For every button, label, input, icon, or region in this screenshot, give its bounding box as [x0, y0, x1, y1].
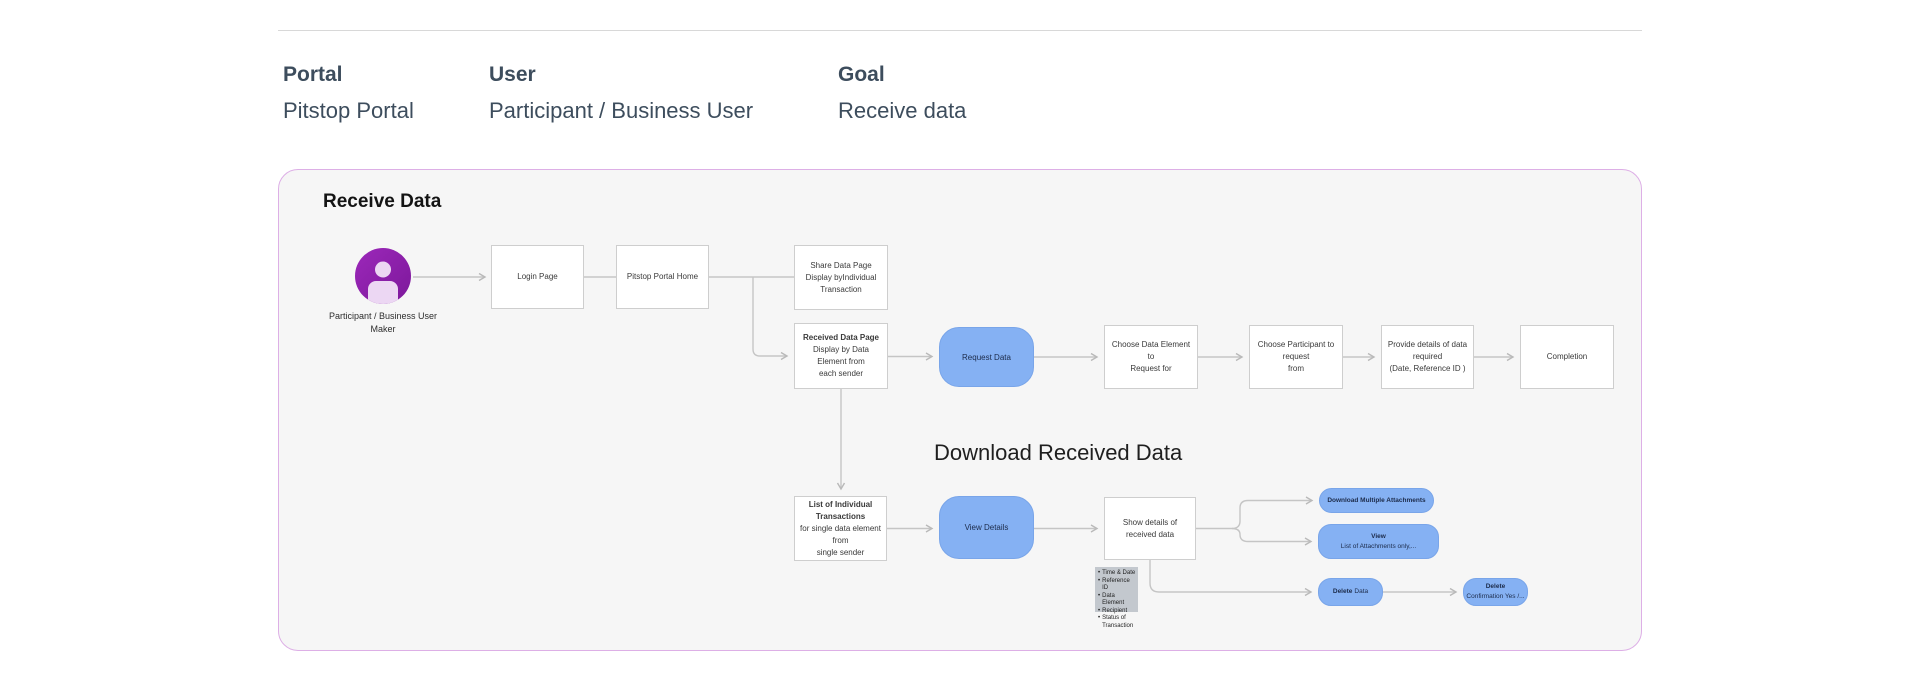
section-title: Download Received Data: [934, 440, 1183, 465]
node-label: required: [1412, 352, 1443, 361]
user-label: User: [489, 63, 536, 86]
node-label: Share Data Page: [810, 260, 872, 270]
node-received-data-page[interactable]: Received Data Page Display by Data Eleme…: [794, 323, 888, 389]
node-label: Show details of received data: [1122, 517, 1178, 539]
node-pitstop-portal-home[interactable]: Pitstop Portal Home: [616, 245, 709, 309]
goal-value: Receive data: [838, 98, 967, 123]
node-label: Received Data Page: [802, 333, 880, 342]
node-label: Confirmation Yes /...: [1466, 593, 1525, 600]
node-label: from: [1288, 364, 1304, 373]
node-delete-data-button[interactable]: Delete Data: [1318, 578, 1383, 606]
node-label: Request for: [1130, 364, 1172, 373]
node-download-multiple-attachments-button[interactable]: Download Multiple Attachments: [1319, 488, 1434, 513]
note-item: •Reference ID: [1098, 577, 1130, 592]
node-label: Download Multiple Attachments: [1327, 496, 1426, 504]
actor-label: Participant / Business User Maker: [293, 310, 473, 336]
header-divider: [278, 30, 1642, 31]
node-share-data-page[interactable]: Share Data Page Display byIndividual Tra…: [794, 245, 888, 310]
node-choose-participant[interactable]: Choose Participant to request from: [1249, 325, 1343, 389]
note-transaction-fields[interactable]: •Time & Date •Reference ID •Data Element…: [1095, 567, 1138, 629]
node-label: Provide details of data: [1387, 340, 1468, 349]
node-login-page[interactable]: Login Page: [491, 245, 584, 309]
node-label: View Details: [964, 523, 1009, 532]
node-request-data-button[interactable]: Request Data: [939, 327, 1034, 387]
note-item: •Recipient: [1098, 607, 1128, 614]
node-label: List of Individual: [808, 499, 873, 509]
node-delete-confirmation-button[interactable]: Delete Confirmation Yes /...: [1463, 578, 1528, 606]
note-item: •Status of Transaction: [1098, 615, 1134, 629]
node-show-details[interactable]: Show details of received data: [1104, 497, 1196, 560]
node-label: Login Page: [517, 272, 558, 281]
flow-connectors: [413, 272, 1515, 597]
node-label: single sender: [816, 547, 865, 557]
node-completion[interactable]: Completion: [1520, 325, 1614, 389]
node-label: Transactions: [815, 511, 866, 521]
header-portal: Portal Pitstop Portal: [283, 63, 414, 125]
node-label: (Date, Reference ID ): [1389, 364, 1466, 373]
portal-value: Pitstop Portal: [283, 98, 414, 123]
node-label: Display by Data Element from: [812, 345, 870, 366]
flow-canvas: Receive Data: [278, 169, 1642, 651]
user-icon[interactable]: [355, 248, 411, 304]
actor-label-line: Maker: [370, 324, 396, 335]
goal-label: Goal: [838, 63, 885, 86]
node-view-attachment-list-button[interactable]: View List of Attachments only,...: [1318, 524, 1439, 559]
header-user: User Participant / Business User: [489, 63, 753, 125]
node-list-of-transactions[interactable]: List of Individual Transactions for sing…: [794, 496, 887, 561]
portal-label: Portal: [283, 63, 343, 86]
node-label: Pitstop Portal Home: [626, 272, 699, 281]
node-choose-data-element[interactable]: Choose Data Element to Request for: [1104, 325, 1198, 389]
note-item: •Data Element: [1098, 592, 1125, 607]
node-label: Choose Participant to request: [1257, 340, 1335, 361]
node-label: Request Data: [962, 352, 1011, 362]
header-goal: Goal Receive data: [838, 63, 966, 125]
canvas-title: Receive Data: [323, 191, 442, 212]
node-label: Transaction: [820, 284, 862, 294]
node-label: Delete: [1485, 583, 1506, 591]
node-label: Choose Data Element to: [1111, 340, 1191, 361]
node-label: Display byIndividual: [805, 272, 877, 282]
node-label: List of Attachments only,...: [1340, 542, 1417, 550]
node-label: View: [1371, 532, 1386, 540]
node-view-details-button[interactable]: View Details: [939, 496, 1034, 559]
node-label: Completion: [1546, 352, 1588, 361]
note-item: •Time & Date: [1098, 570, 1136, 576]
node-provide-details[interactable]: Provide details of data required (Date, …: [1381, 325, 1474, 389]
node-label: each sender: [818, 369, 864, 378]
user-value: Participant / Business User: [489, 98, 754, 123]
node-label: Delete: [1332, 588, 1353, 596]
actor-label-line: Participant / Business User: [328, 311, 438, 321]
node-label: Data: [1354, 588, 1369, 596]
node-label: for single data element from: [800, 523, 881, 545]
